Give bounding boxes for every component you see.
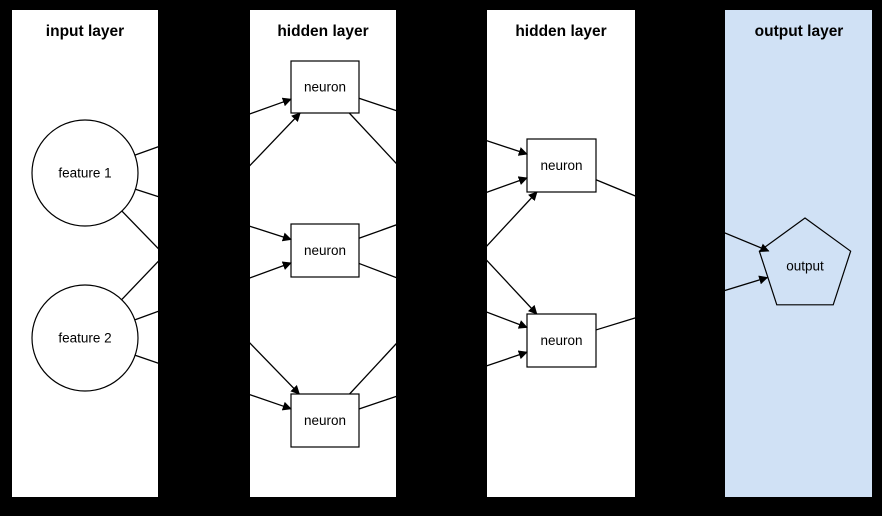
- edge-feature-2-to-hidden1-neuron-3[interactable]: [134, 354, 292, 411]
- edge-hidden1-neuron-1-to-hidden2-neuron-1[interactable]: [358, 97, 528, 156]
- hidden-layer-2-title: hidden layer: [515, 23, 606, 40]
- hidden1-neuron-3-label: neuron: [304, 413, 346, 428]
- edge-hidden1-neuron-2-to-hidden2-neuron-2[interactable]: [358, 262, 528, 329]
- feature-2-shape[interactable]: [31, 284, 139, 392]
- layer-nodes: feature 1 feature 2 neuron neuron neuron neur…: [31, 60, 852, 448]
- output-node-label: output: [786, 259, 824, 274]
- feature-2-label: feature 2: [58, 331, 111, 346]
- layer-panels: [12, 10, 872, 497]
- output-node-shape[interactable]: [758, 217, 852, 306]
- hidden1-neuron-2-label: neuron: [304, 243, 346, 258]
- hidden-layer-1-title: hidden layer: [277, 23, 368, 40]
- hidden2-neuron-1-label: neuron: [540, 158, 582, 173]
- panel-hidden-layer-2: [487, 10, 635, 497]
- edge-feature-1-to-hidden1-neuron-2[interactable]: [135, 188, 292, 242]
- hidden2-neuron-2-label: neuron: [540, 333, 582, 348]
- panel-output-layer: [725, 10, 872, 497]
- hidden2-neuron-2-shape[interactable]: [526, 313, 597, 368]
- panel-input-layer: [12, 10, 158, 497]
- hidden1-neuron-1-shape[interactable]: [290, 60, 360, 114]
- edge-feature-1-to-hidden1-neuron-1[interactable]: [134, 97, 292, 156]
- edge-hidden1-neuron-3-to-hidden2-neuron-2[interactable]: [358, 350, 528, 410]
- layer-titles: input layer hidden layer hidden layer outpu…: [46, 23, 844, 40]
- hidden2-neuron-1-shape[interactable]: [526, 138, 597, 193]
- connection-edges: [121, 97, 770, 411]
- input-layer-title: input layer: [46, 23, 124, 40]
- feature-1-shape[interactable]: [31, 119, 139, 227]
- edge-feature-2-to-hidden1-neuron-1[interactable]: [121, 112, 301, 301]
- edge-hidden1-neuron-2-to-hidden2-neuron-1[interactable]: [358, 176, 528, 239]
- edge-hidden1-neuron-3-to-hidden2-neuron-1[interactable]: [349, 191, 538, 395]
- edge-feature-2-to-hidden1-neuron-2[interactable]: [134, 261, 292, 321]
- hidden1-neuron-2-shape[interactable]: [290, 223, 360, 278]
- edge-feature-1-to-hidden1-neuron-3[interactable]: [121, 210, 300, 395]
- output-layer-title: output layer: [755, 23, 844, 40]
- panel-hidden-layer-1: [250, 10, 396, 497]
- edge-hidden1-neuron-1-to-hidden2-neuron-2[interactable]: [348, 112, 538, 315]
- hidden1-neuron-1-label: neuron: [304, 80, 346, 95]
- feature-1-label: feature 1: [58, 166, 111, 181]
- hidden1-neuron-3-shape[interactable]: [290, 393, 360, 448]
- edge-hidden2-neuron-2-to-output-node[interactable]: [595, 275, 769, 331]
- edge-hidden2-neuron-1-to-output-node[interactable]: [595, 179, 770, 253]
